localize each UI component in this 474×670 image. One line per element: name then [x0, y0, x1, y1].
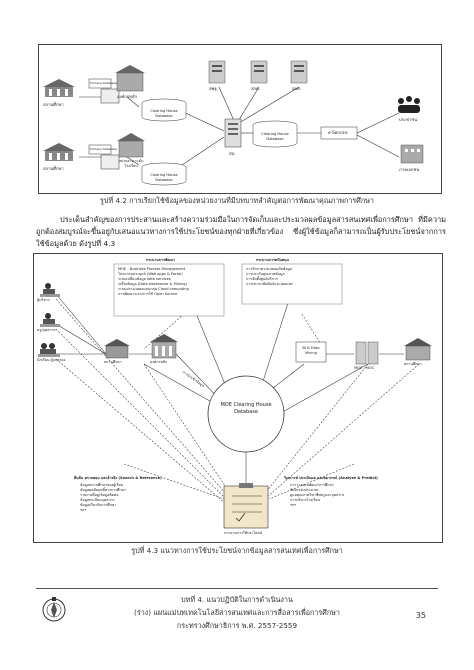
user-executive-label: ผู้บริหาร — [37, 298, 50, 302]
people-icon — [398, 96, 420, 113]
teacher-user-icon — [40, 313, 60, 327]
primary-database-icon-2 — [88, 144, 120, 170]
search-list: ข้อมูลสถานศึกษาของผู้เรียน ข้อมูลผลสัมฤท… — [80, 483, 126, 513]
support-item: การจัดตั้งศูนย์บริการ — [246, 277, 278, 281]
central-server-icon — [224, 118, 242, 148]
clearing-house-database-icon — [141, 98, 187, 122]
utilization-document-icon — [223, 483, 269, 529]
development-box — [113, 263, 225, 317]
figure-4-3-diagram — [38, 263, 432, 529]
figure-4-2-box: สถานศึกษา Primary Database องค์กรหลัก Cl… — [38, 44, 442, 194]
footer-chapter: บทที่ 4. แนวปฏิบัติในการดำเนินงาน — [181, 595, 293, 604]
education-unit-label: สถานศึกษา — [404, 362, 422, 366]
analyze-list: การวางแผนพัฒนาการศึกษา จัดสรรงบประมาณ ดู… — [290, 483, 344, 508]
agency-building-icon — [150, 334, 178, 359]
body-paragraph: ประเด็นสำคัญของการประสานและสร้างความร่วม… — [36, 215, 446, 249]
fig1-ch-center-label: Clearing House Database — [261, 132, 289, 141]
support-box — [241, 263, 343, 305]
footer-ministry: กระทรวงศึกษาธิการ พ.ศ. 2557-2559 — [176, 621, 298, 630]
dev-item: โปรแกรมประยุกต์ (Web apps & Portal) — [118, 272, 183, 276]
page-number: 35 — [415, 611, 426, 620]
search-item: ข้อมูลสถานศึกษาของผู้เรียน — [80, 483, 124, 487]
dev-item: เครื่องข้อมูล (Data warehouse & Mining) — [118, 282, 187, 286]
fig1-server1-label: สพฐ. — [209, 86, 218, 91]
fig1-ch-top-label: Clearing House Database — [150, 109, 178, 118]
utilization-label: กระบวนการใช้ประโยชน์ — [224, 531, 263, 535]
fig1-center-unit-label: สป. — [229, 151, 236, 156]
primary-database-icon — [88, 78, 120, 104]
server-icon-1 — [208, 60, 226, 84]
analyze-item: การวางแผนพัฒนาการศึกษา — [290, 483, 334, 487]
moe-clearing-house-database-icon — [207, 375, 285, 453]
figure-4-2-diagram — [43, 60, 424, 186]
dev-title: กระบวนการพัฒนา — [146, 258, 176, 262]
fig1-school2-label: สถานศึกษา — [43, 166, 64, 171]
user-teacher-label: ครู/บุคลากร — [37, 328, 56, 332]
education-unit-building-icon — [404, 338, 432, 361]
figure-4-3-box: กระบวนการพัฒนา MOE - Business Process Ma… — [33, 253, 443, 543]
moe-moc-server-icon — [355, 341, 379, 365]
analyze-item: การบริหารโรงเรียน — [290, 498, 320, 502]
footer-title: (ร่าง) แผนแม่บทเทคโนโลยีสารสนเทศและการสื… — [134, 608, 340, 617]
analyze-item: ดูแลคุณภาพวิชาชีพครูและบุคลากร — [290, 493, 345, 497]
dev-item: การพัฒนาระบบการใช้ Open Source — [118, 292, 178, 296]
dev-item: ระบบประมวลผลแบบกลุ่ม Cloud computing — [118, 287, 189, 291]
support-list: การรักษาความปลอดภัยข้อมูล การประกันคุณภา… — [246, 267, 293, 287]
dev-item: MOE - Business Process Management — [118, 267, 186, 271]
fig1-people-label: ประชาชน — [399, 117, 418, 122]
dev-item: ระบบเปลี่ยนข้อมูล Web services — [118, 277, 171, 281]
moe-moc-label: MOE - MOC — [354, 366, 375, 370]
support-item: การประชาสัมพันธ์และเผยแพร่ — [246, 282, 293, 286]
support-item: การประกันคุณภาพข้อมูล — [246, 272, 285, 276]
school-icon — [43, 79, 75, 97]
e-service-box — [320, 126, 358, 140]
user-student-label: นักเรียน ผู้ปกครอง — [37, 358, 66, 362]
executive-user-icon — [40, 283, 60, 297]
figure-4-3-caption: รูปที่ 4.3 แนวทางการใช้ประโยชน์จากข้อมูล… — [131, 546, 343, 555]
ministry-seal-logo — [42, 597, 66, 622]
fig1-primary-db2-label: Primary Database — [90, 147, 117, 151]
fig1-eservice-label: e-Service — [328, 130, 348, 135]
school-building-icon — [104, 339, 130, 359]
server-icon-2 — [250, 60, 268, 84]
agency-unit-building-icon — [117, 133, 145, 158]
support-item: การรักษาความปลอดภัยข้อมูล — [246, 267, 293, 271]
support-title: กระบวนการสนับสนุน — [256, 258, 289, 262]
central-clearing-house-database-icon — [252, 120, 298, 148]
figure-4-2-caption: รูปที่ 4.2 การเรียกใช้ข้อมูลของหน่วยงานท… — [100, 196, 374, 205]
private-sector-building-icon — [400, 144, 424, 164]
agency-building-icon — [115, 65, 145, 92]
fig1-ch-bottom-label: Clearing House Database — [150, 173, 178, 182]
fig1-private-label: ภาคเอกชน — [399, 167, 420, 172]
fig1-server3-label: สอศ. — [292, 86, 302, 91]
analyze-item: ฯลฯ — [290, 503, 297, 507]
analyze-item: จัดสรรงบประมาณ — [290, 488, 319, 492]
search-item: ข้อมูลเกี่ยวกับการศึกษา — [80, 503, 117, 507]
dev-list: MOE - Business Process Management โปรแกร… — [118, 267, 189, 297]
school-icon-2 — [43, 143, 75, 161]
fig1-agency-unit-label: หน่วยงาน ระดับโรงเรียน — [118, 159, 144, 168]
fig1-primary-db-label: Primary Database — [90, 81, 117, 85]
clearing-house-database-icon-2 — [141, 162, 187, 186]
footer-divider — [36, 588, 438, 589]
student-parent-user-icon — [38, 343, 60, 357]
school-label: สถานศึกษา — [104, 360, 122, 364]
search-item: ฯลฯ — [80, 508, 87, 512]
fig1-server2-label: สกศ. — [251, 86, 261, 91]
fig1-agency-main-label: องค์กรหลัก — [117, 94, 138, 99]
agency-label: องค์กรหลัก — [150, 360, 168, 364]
server-icon-3 — [290, 60, 308, 84]
search-item: ข้อมูลผลสัมฤทธิ์ทางการศึกษา — [80, 488, 126, 492]
center-db-label: MOE Clearing House Database — [220, 402, 272, 415]
analyze-title: วิเคราะห์ ประเมินผล และพยากรณ์ (Analyze … — [284, 476, 378, 480]
search-title: สืบค้น ตรวจสอบ และอ้างอิง (Search & Refe… — [74, 476, 162, 480]
bi-data-mining-box — [295, 341, 327, 363]
fig1-school-label: สถานศึกษา — [43, 102, 64, 107]
search-item: ข้อมูลทะเบียนบุคลากร — [80, 498, 115, 502]
search-item: รายงานที่อยู่/ข้อมูลติดต่อ — [80, 493, 119, 497]
bi-label: BI & Data Mining — [302, 346, 320, 355]
